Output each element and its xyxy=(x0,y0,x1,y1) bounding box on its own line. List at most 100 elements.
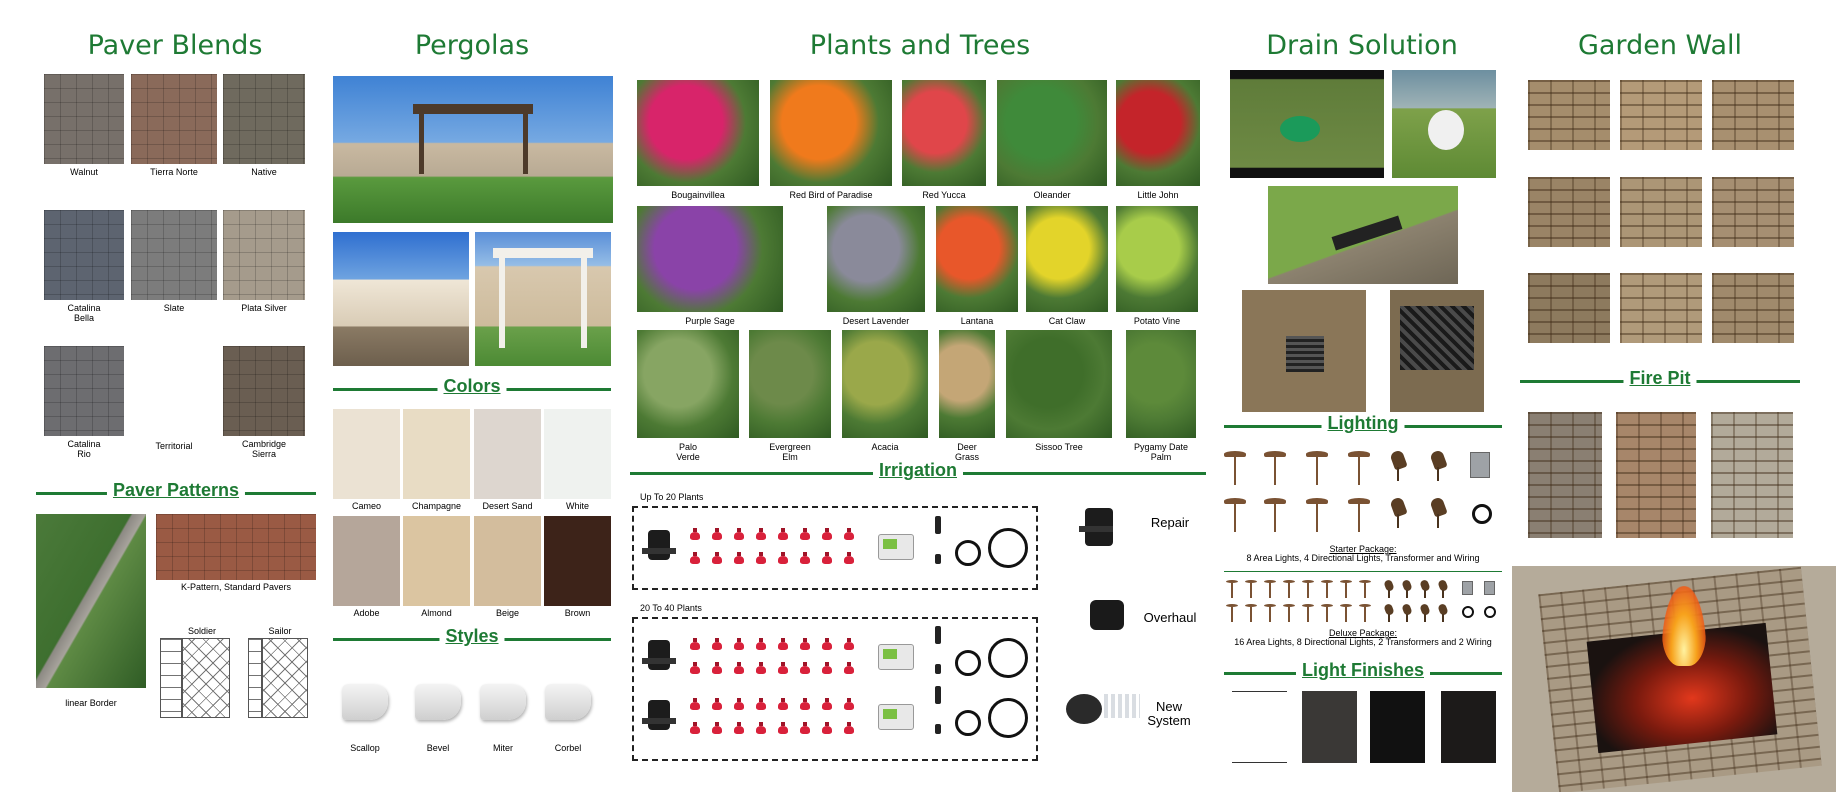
sprinkler-head-icon xyxy=(712,698,722,710)
plants-trees-title: Plants and Trees xyxy=(809,30,1031,61)
pergola-post xyxy=(523,114,528,174)
paver-blend-swatch xyxy=(44,210,124,300)
color-label: Adobe xyxy=(353,608,380,618)
pergola-white-post xyxy=(581,258,587,348)
area-light-icon xyxy=(1264,498,1286,532)
sprinkler-head-icon xyxy=(778,698,788,710)
drain-green-cap xyxy=(1280,116,1320,142)
sprinkler-head-icon xyxy=(734,552,744,564)
drain-photo-5 xyxy=(1390,290,1484,412)
area-light-icon xyxy=(1359,580,1371,598)
directional-light-icon xyxy=(1438,580,1448,598)
sprinkler-head-icon xyxy=(822,552,832,564)
paver-blend-label: Tierra Norte xyxy=(150,167,198,177)
sprinkler-head-icon xyxy=(734,638,744,650)
sprinkler-head-icon xyxy=(712,722,722,734)
color-label: Desert Sand xyxy=(482,501,533,511)
paver-blend-swatch xyxy=(223,346,305,436)
sprinkler-head-icon xyxy=(800,528,810,540)
area-light-icon xyxy=(1340,580,1352,598)
sprinkler-head-icon xyxy=(800,698,810,710)
directional-light-icon xyxy=(1402,604,1412,622)
sprinkler-head-icon xyxy=(800,662,810,674)
repair-valve-icon xyxy=(1079,508,1113,546)
directional-light-icon xyxy=(1420,580,1430,598)
area-light-icon xyxy=(1306,498,1328,532)
plant-label: Red Bird of Paradise xyxy=(789,190,873,200)
paver-blend-label: Native xyxy=(251,167,277,177)
drain-grate-small xyxy=(1286,336,1324,372)
lighting-divider xyxy=(1224,571,1502,572)
sprinkler-head-icon xyxy=(756,528,766,540)
drain-pipe xyxy=(1331,215,1403,251)
area-light-icon xyxy=(1283,580,1295,598)
sailor-label: Sailor xyxy=(268,626,292,636)
sprinkler-head-icon xyxy=(756,698,766,710)
pergola-photo-left xyxy=(333,232,469,366)
light-finishes-label: Light Finishes xyxy=(1295,660,1431,681)
sprinkler-head-icon xyxy=(800,552,810,564)
plant-label: Pygamy Date Palm xyxy=(1133,442,1189,462)
paver-blend-label: Walnut xyxy=(70,167,98,177)
wiring-coil-icon xyxy=(1484,606,1496,618)
sprinkler-head-icon xyxy=(822,528,832,540)
area-light-icon xyxy=(1321,580,1333,598)
plant-label: Desert Lavender xyxy=(842,316,910,326)
color-label: Beige xyxy=(495,608,520,618)
area-light-icon xyxy=(1264,604,1276,622)
sprinkler-head-icon xyxy=(822,722,832,734)
pergola-post xyxy=(419,114,424,174)
color-label: White xyxy=(565,501,589,511)
color-label: Brown xyxy=(564,608,591,618)
paver-blend-swatch xyxy=(223,210,305,300)
area-light-icon xyxy=(1340,604,1352,622)
area-light-icon xyxy=(1226,580,1238,598)
plant-photo xyxy=(939,330,995,438)
style-label: Miter xyxy=(493,743,513,753)
sprinkler-head-icon xyxy=(756,662,766,674)
irrigation-controller-icon xyxy=(878,704,914,730)
plant-label: Red Yucca xyxy=(922,190,966,200)
area-light-icon xyxy=(1302,604,1314,622)
sprinkler-head-icon xyxy=(778,638,788,650)
directional-light-icon xyxy=(1384,604,1394,622)
fire-pit-label: Fire Pit xyxy=(1623,368,1697,389)
directional-light-icon xyxy=(1390,498,1406,528)
pergola-white-post xyxy=(499,258,505,348)
new-system-label: New System xyxy=(1147,699,1191,728)
sprinkler-head-icon xyxy=(844,662,854,674)
garden-wall-photo xyxy=(1712,80,1794,150)
transformer-icon xyxy=(1484,581,1495,595)
garden-wall-photo xyxy=(1528,177,1610,247)
pergola-photo-main xyxy=(333,76,613,223)
sprinkler-head-icon xyxy=(778,552,788,564)
drain-photo-1 xyxy=(1230,70,1384,178)
sprinkler-head-icon xyxy=(734,722,744,734)
paver-blend-label: Catalina Rio xyxy=(67,439,101,459)
sprinkler-head-icon xyxy=(734,662,744,674)
paver-blend-label: Cambridge Sierra xyxy=(241,439,287,459)
sprinkler-head-icon xyxy=(844,722,854,734)
fire-pit-photo xyxy=(1616,412,1696,538)
drip-stake-icon xyxy=(935,626,941,644)
paver-blend-swatch xyxy=(131,210,217,300)
directional-light-icon xyxy=(1430,451,1446,481)
fire-pit-header: Fire Pit xyxy=(1520,368,1800,394)
plant-photo xyxy=(1116,80,1200,186)
irrigation-controller-icon xyxy=(878,644,914,670)
irrigation-20-to-40-label: 20 To 40 Plants xyxy=(640,603,702,613)
sprinkler-head-icon xyxy=(778,528,788,540)
style-trim-piece xyxy=(480,684,526,720)
style-label: Bevel xyxy=(426,743,450,753)
area-light-icon xyxy=(1302,580,1314,598)
plant-photo xyxy=(749,330,831,438)
irrigation-valve-icon xyxy=(642,530,676,560)
plant-photo xyxy=(637,206,783,312)
sprinkler-head-icon xyxy=(712,528,722,540)
plant-label: Bougainvillea xyxy=(671,190,725,200)
paver-blend-swatch xyxy=(44,74,124,164)
color-label: Almond xyxy=(421,608,452,618)
tubing-coil-icon xyxy=(955,710,981,736)
paver-blends-title: Paver Blends xyxy=(87,30,263,61)
plant-photo xyxy=(902,80,986,186)
